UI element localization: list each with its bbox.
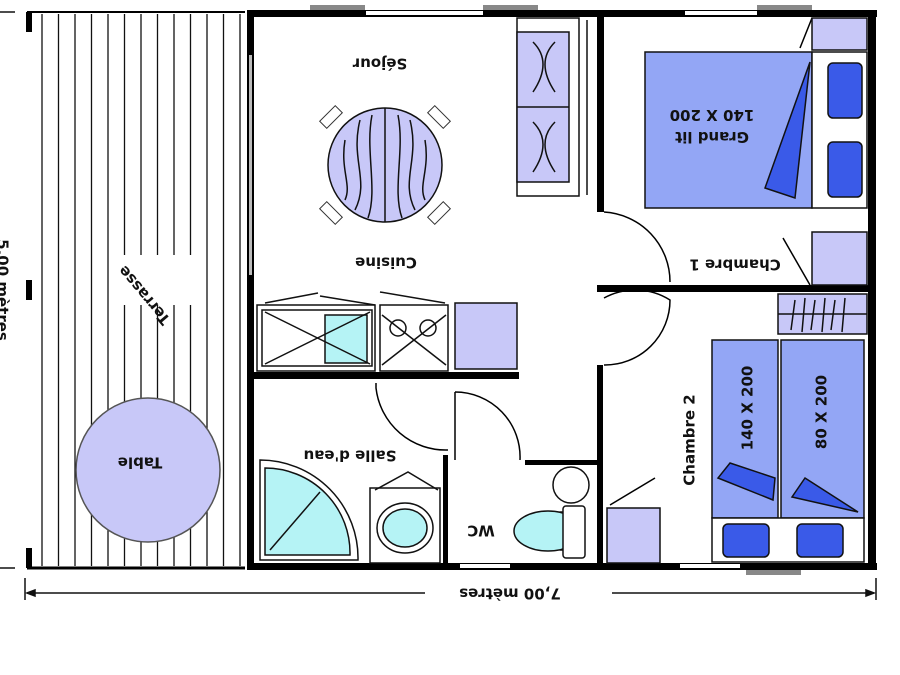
width-dimension [0,11,877,600]
bathroom-label: Salle d'eau [304,447,397,465]
dining-table [318,104,452,226]
bedroom2 [606,339,865,564]
sofa [516,17,588,197]
double-bed-size: 140 X 200 [670,106,755,124]
walls [247,5,877,575]
bed2b-size: 80 X 200 [813,375,831,449]
doors [375,17,813,506]
bedroom1-label: Chambre 1 [689,256,780,274]
bathroom [259,459,441,564]
kitchen-counter [256,291,518,372]
double-bed-label: Grand lit [675,128,749,146]
wc-label: WC [467,522,495,540]
terrace-table-label: Table [118,454,162,472]
toilet [513,466,590,559]
depth-label: 5,00 mètres [0,239,12,341]
terrace-table [75,397,221,543]
terrace: Table Terrasse [26,11,245,570]
living-label: Séjour [352,55,407,73]
bed2a-size: 140 X 200 [739,366,757,451]
width-label: 7,00 mètres [459,585,561,603]
kitchen-label: Cuisine [355,254,417,272]
bedroom2-label: Chambre 2 [681,394,699,485]
bedroom1 [644,17,868,335]
